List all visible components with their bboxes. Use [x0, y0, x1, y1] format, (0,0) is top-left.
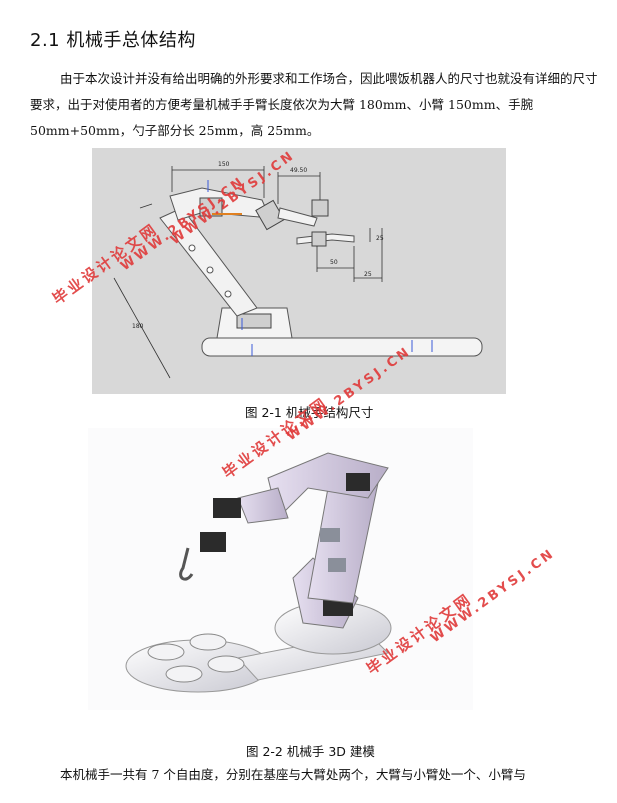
upper-arm-hole — [224, 290, 232, 298]
upper-arm-hole — [188, 244, 196, 252]
bowl — [147, 643, 185, 661]
wrist-link — [277, 207, 318, 227]
bowl — [165, 665, 203, 683]
drawing-background — [92, 148, 506, 394]
upper-arm-cutout — [328, 558, 346, 572]
intro-paragraph: 由于本次设计并没有给出明确的外形要求和工作场合，因此喂饭机器人的尺寸也就没有详细… — [30, 71, 598, 138]
bowl — [207, 655, 245, 673]
figure-3d-model — [88, 428, 473, 710]
upper-arm-cutout — [320, 528, 340, 542]
dim-label-25b: 25 — [376, 235, 384, 242]
wrist-servo-2 — [311, 199, 329, 217]
base-servo — [236, 313, 272, 329]
figure-1-caption: 图 2-1 机械手结构尺寸 — [245, 405, 374, 420]
dof-paragraph: 本机械手一共有 7 个自由度，分别在基座与大臂处两个，大臂与小臂处一个、小臂与 — [60, 767, 526, 782]
wrist-3d — [237, 487, 289, 524]
upper-arm-hole — [206, 266, 214, 274]
dim-label-150: 150 — [218, 161, 230, 168]
spoon-servo-3d — [200, 532, 226, 552]
base-plate — [201, 337, 483, 357]
section-heading: 2.1 机械手总体结构 — [30, 30, 196, 51]
dim-label-49-50: 49.50 — [290, 167, 307, 174]
dim-label-50: 50 — [330, 259, 338, 266]
dimension-drawing-svg: 150 49.50 50 25 25 180 — [92, 148, 506, 394]
bowl — [189, 633, 227, 651]
elbow-servo-3d — [346, 473, 370, 491]
spoon-3d — [179, 547, 194, 581]
figure-dimension-drawing: 150 49.50 50 25 25 180 — [92, 148, 506, 394]
wrist-servo-3d — [213, 498, 241, 518]
wrist-servo — [255, 199, 285, 231]
dim-label-25a: 25 — [364, 271, 372, 278]
spoon-servo — [311, 231, 327, 247]
elbow-servo — [199, 197, 223, 217]
dim-label-180: 180 — [132, 323, 144, 330]
3d-model-svg — [88, 428, 473, 710]
figure-2-caption: 图 2-2 机械手 3D 建模 — [246, 744, 375, 759]
dimension-lines — [113, 166, 383, 379]
coordinate-arrows — [207, 180, 433, 356]
